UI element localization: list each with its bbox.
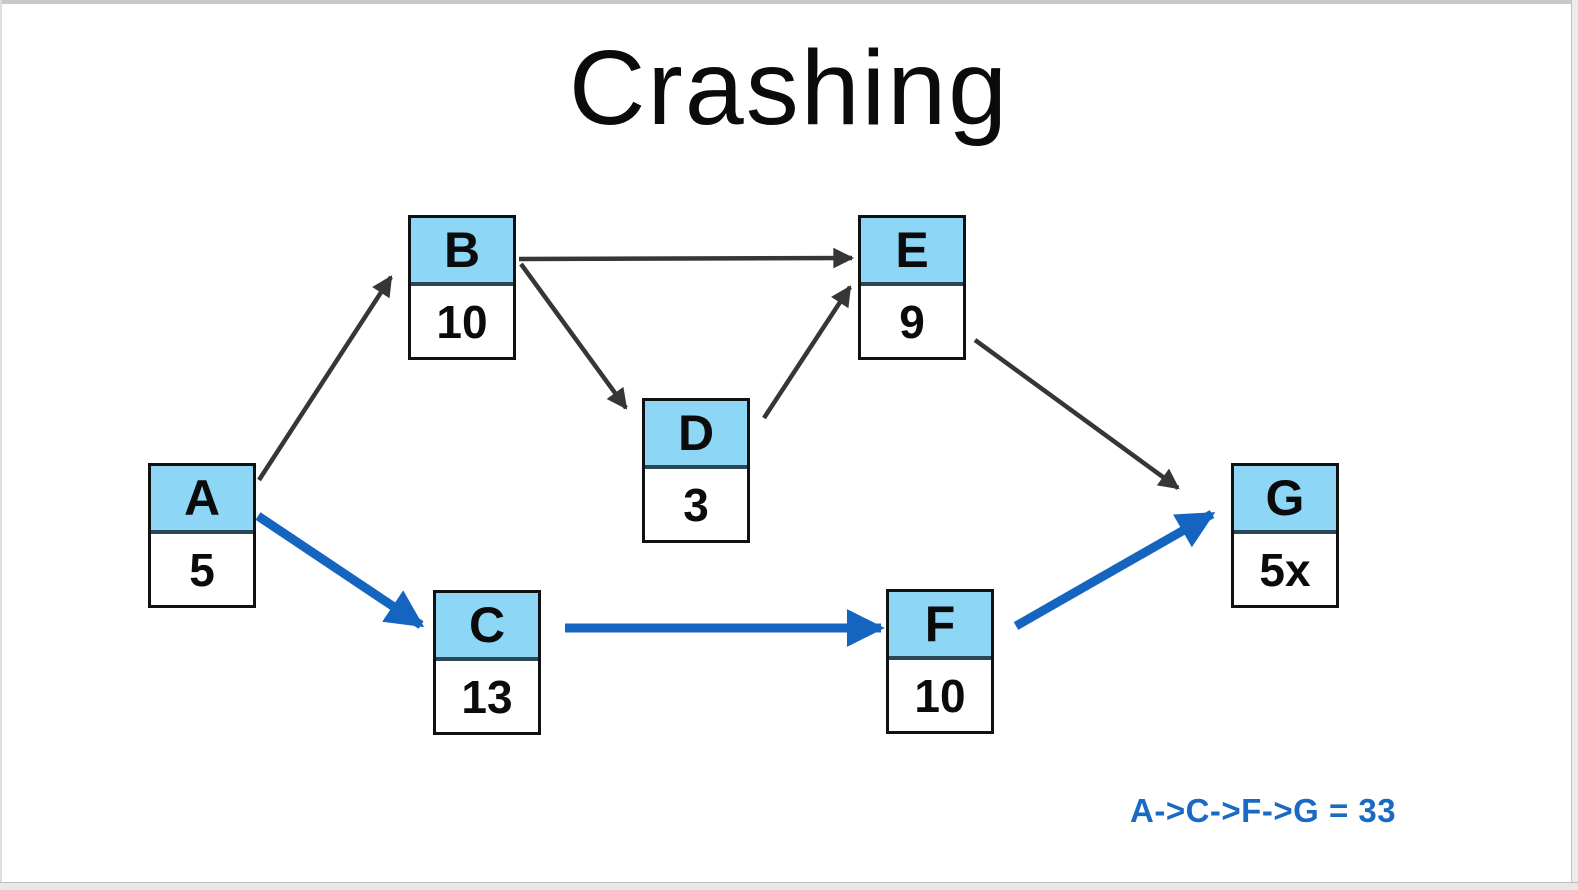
edge-E-G <box>973 338 1180 490</box>
node-duration: 10 <box>411 286 513 357</box>
node-D: D 3 <box>642 398 750 543</box>
node-label: B <box>411 218 513 286</box>
critical-path-annotation: A->C->F->G = 33 <box>1130 792 1397 829</box>
edge-A-C-critical <box>255 512 425 629</box>
edge-B-E <box>518 247 855 269</box>
node-duration: 5x <box>1234 534 1336 605</box>
node-C: C 13 <box>433 590 541 735</box>
edge-D-E <box>762 285 852 420</box>
node-A: A 5 <box>148 463 256 608</box>
node-duration: 10 <box>889 660 991 731</box>
node-duration: 3 <box>645 469 747 540</box>
slide-title: Crashing <box>568 29 1010 147</box>
node-duration: 5 <box>151 534 253 605</box>
edge-B-D <box>519 262 628 410</box>
node-G: G 5x <box>1231 463 1339 608</box>
node-label: F <box>889 592 991 660</box>
node-label: C <box>436 593 538 661</box>
node-duration: 9 <box>861 286 963 357</box>
edge-A-B <box>257 275 393 482</box>
window-frame-top <box>0 0 1578 4</box>
window-frame-right <box>1571 0 1578 890</box>
node-label: E <box>861 218 963 286</box>
node-label: G <box>1234 466 1336 534</box>
node-label: D <box>645 401 747 469</box>
window-frame-left <box>0 0 2 890</box>
node-label: A <box>151 466 253 534</box>
node-duration: 13 <box>436 661 538 732</box>
window-frame-bottom <box>0 882 1578 890</box>
node-F: F 10 <box>886 589 994 734</box>
node-E: E 9 <box>858 215 966 360</box>
edge-F-G-critical <box>1013 510 1216 630</box>
node-B: B 10 <box>408 215 516 360</box>
